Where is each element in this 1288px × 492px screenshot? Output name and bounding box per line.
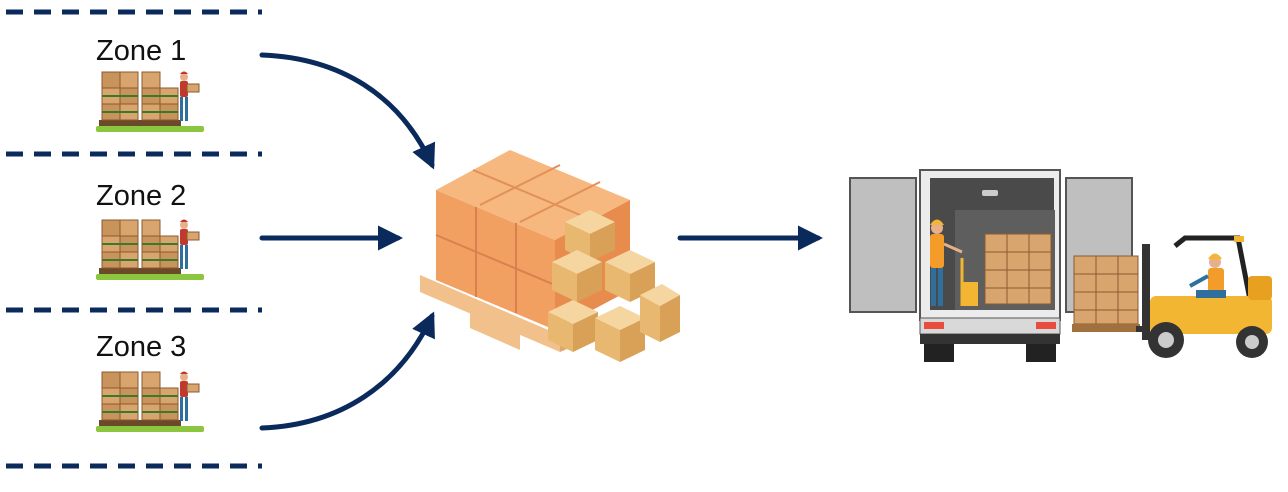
zone-label: Zone 3 xyxy=(96,331,186,363)
zone-1: Zone 1 xyxy=(95,35,205,133)
worker-stacking-boxes-icon xyxy=(95,218,205,281)
flow-arrows xyxy=(259,52,823,431)
zone-2: Zone 2 xyxy=(95,180,205,281)
worker-stacking-boxes-icon xyxy=(95,370,205,433)
pallet-of-boxes-icon xyxy=(420,150,680,362)
zone-label: Zone 1 xyxy=(96,35,186,67)
zone-dividers xyxy=(6,9,262,469)
truck-loading-forklift-icon xyxy=(849,169,1272,362)
zone-3: Zone 3 xyxy=(95,331,205,433)
arrow-zone-1 xyxy=(259,52,436,170)
arrow-zone-3 xyxy=(259,311,435,431)
worker-stacking-boxes-icon xyxy=(95,70,205,133)
zone-label: Zone 2 xyxy=(96,180,186,212)
